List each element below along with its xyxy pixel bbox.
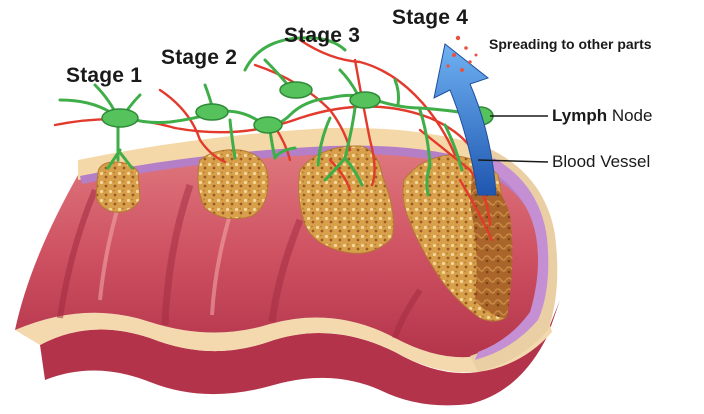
- lymph-node-1: [102, 109, 138, 127]
- lymph-node-2: [196, 104, 228, 120]
- lymph-node-4: [280, 82, 312, 98]
- stage-2-label: Stage 2: [161, 46, 237, 70]
- lymph-node-label-rest: Node: [607, 106, 652, 125]
- stage-1-label: Stage 1: [66, 64, 142, 88]
- lymph-node-5: [350, 92, 380, 108]
- stage-4-label: Stage 4: [392, 6, 468, 30]
- lymph-node-3: [254, 117, 282, 133]
- lymph-node-label-bold: Lymph: [552, 106, 607, 125]
- tumor-stage-2: [198, 150, 268, 219]
- stage-3-label: Stage 3: [284, 24, 360, 48]
- tumor-stage-1: [96, 162, 140, 212]
- lymph-node-label: Lymph Node: [552, 106, 652, 126]
- spreading-label: Spreading to other parts: [489, 36, 652, 52]
- blood-vessel-label: Blood Vessel: [552, 152, 650, 172]
